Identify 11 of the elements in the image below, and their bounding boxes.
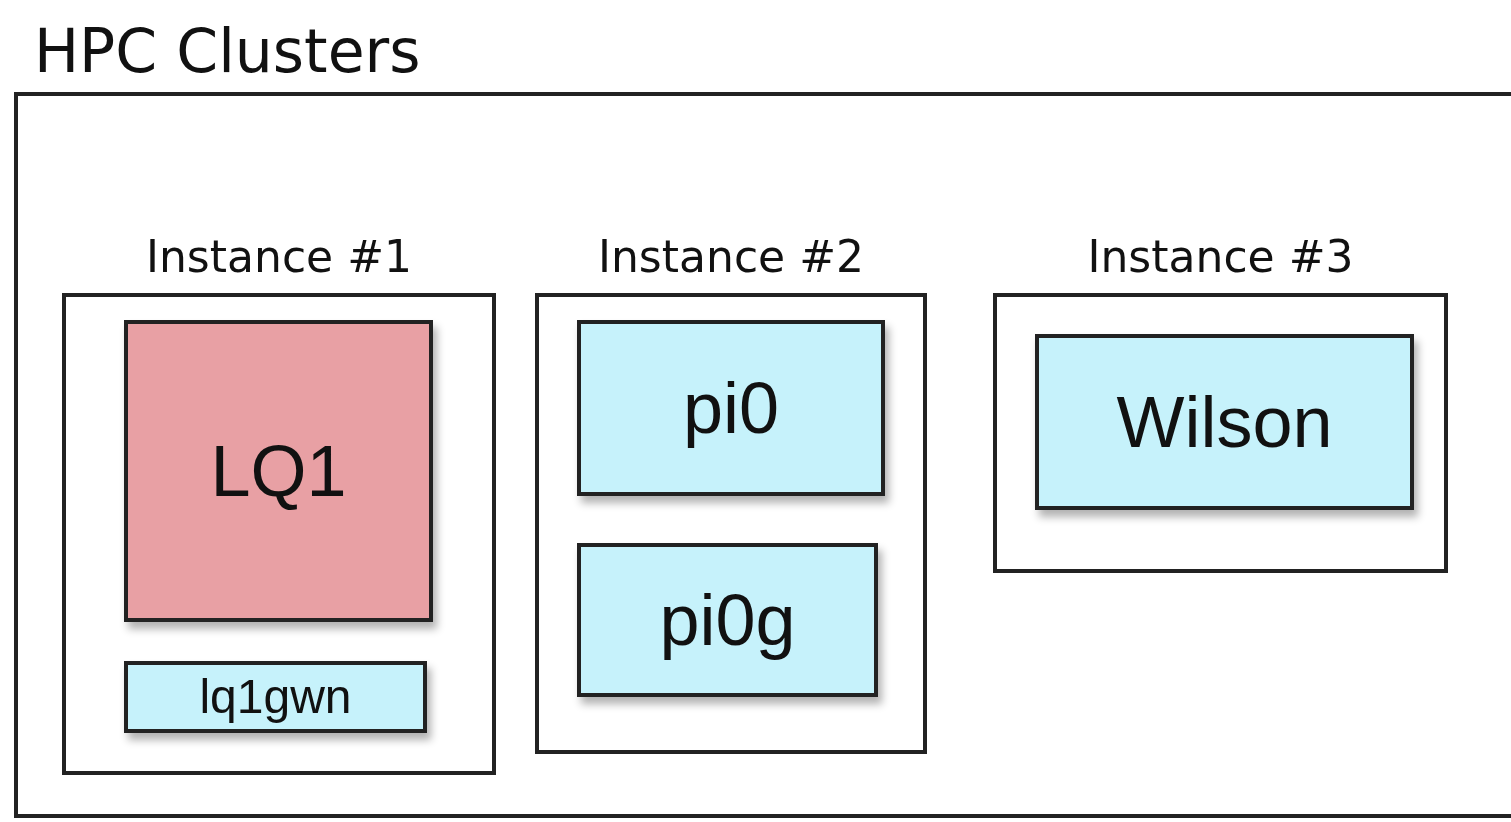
cluster-box bbox=[1035, 334, 1414, 510]
cluster-name: Wilson bbox=[1116, 386, 1333, 458]
instance-heading: Instance #3 bbox=[1087, 235, 1354, 279]
cluster-box bbox=[124, 320, 433, 622]
instance-heading: Instance #1 bbox=[146, 235, 412, 279]
cluster-name: lq1gwn bbox=[199, 673, 352, 721]
cluster-box bbox=[124, 661, 427, 733]
cluster-box bbox=[577, 543, 878, 697]
frame-title: HPC Clusters bbox=[34, 21, 421, 81]
cluster-box bbox=[577, 320, 885, 496]
instance-heading: Instance #2 bbox=[598, 235, 864, 279]
